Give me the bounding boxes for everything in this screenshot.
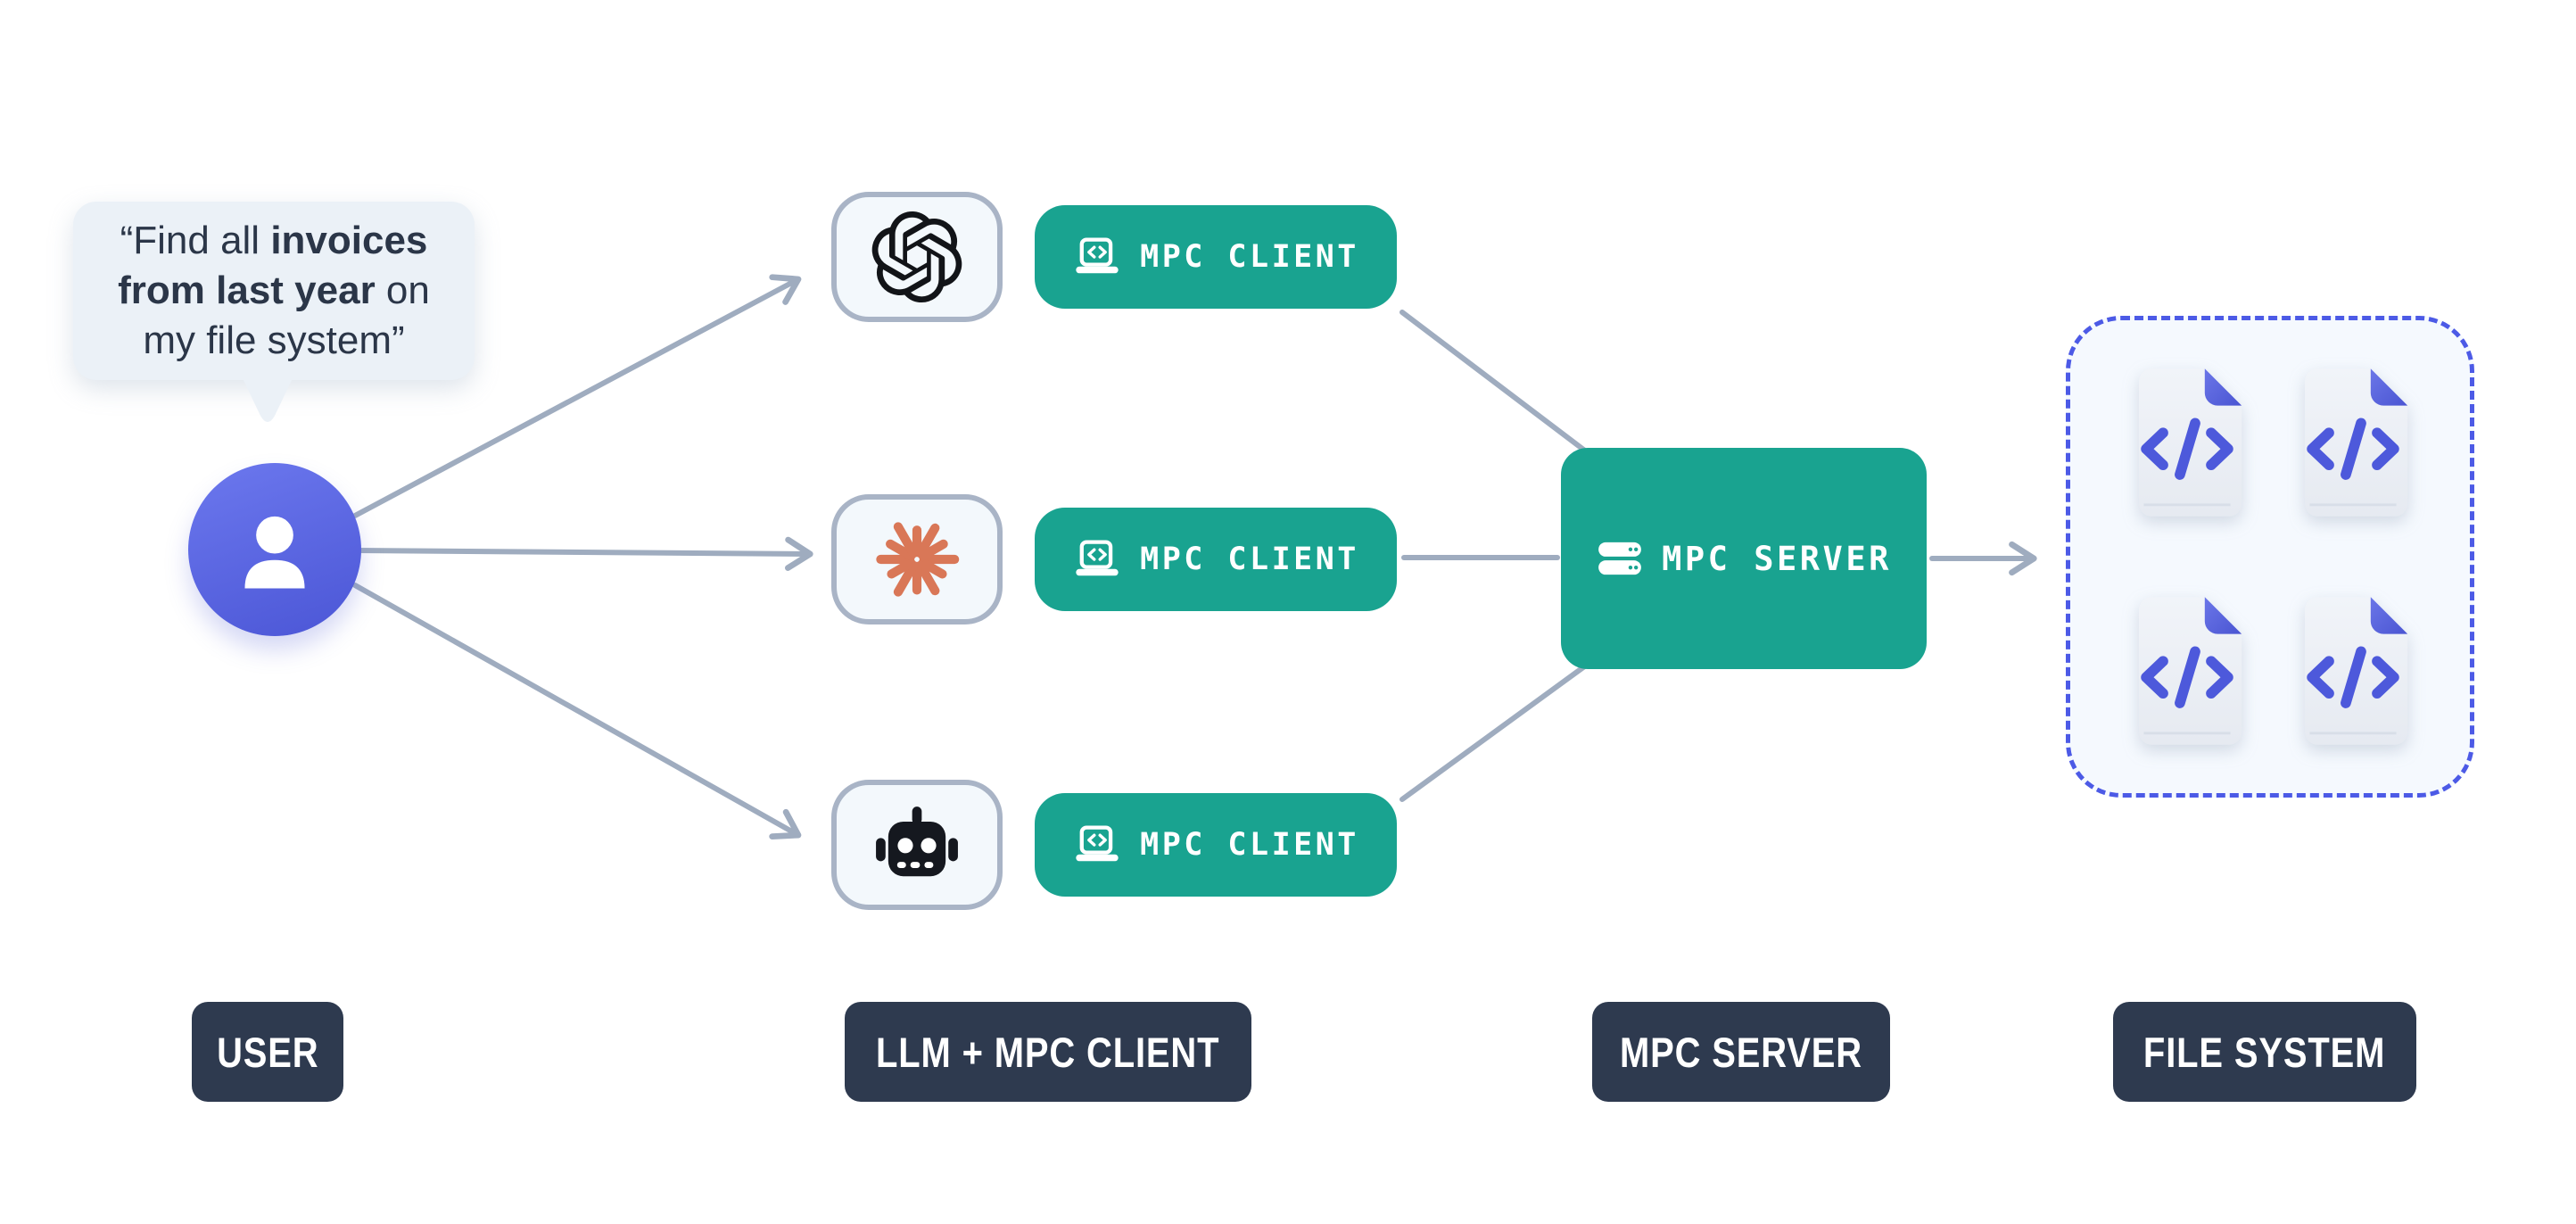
llm-tile-robot (831, 780, 1003, 910)
code-file-icon (2305, 368, 2408, 517)
openai-logo-icon (871, 211, 962, 302)
arrow-user-to-client-3 (352, 583, 802, 840)
llm-tile-anthropic (831, 494, 1003, 624)
mpc-client-label: MPC CLIENT (1140, 542, 1359, 577)
server-icon (1598, 542, 1641, 575)
column-label-user: USER (192, 1002, 343, 1102)
mpc-server-box: MPC SERVER (1561, 448, 1927, 669)
file-system-panel (2066, 316, 2474, 798)
laptop-code-icon (1076, 237, 1119, 274)
llm-tile-openai (831, 192, 1003, 322)
user-speech-bubble: “Find all invoices from last year on my … (73, 202, 475, 380)
speech-bubble-text: “Find all invoices from last year on my … (118, 218, 430, 363)
mpc-client-pill-1: MPC CLIENT (1035, 205, 1397, 309)
line-client-1-to-server (1399, 310, 1596, 459)
person-icon (244, 516, 305, 589)
column-label-mpc-server: MPC SERVER (1592, 1002, 1890, 1102)
code-file-icon (2139, 368, 2242, 517)
mpc-server-label: MPC SERVER (1662, 539, 1892, 578)
column-label-file-system: FILE SYSTEM (2113, 1002, 2416, 1102)
laptop-code-icon (1076, 540, 1119, 576)
mpc-client-label: MPC CLIENT (1140, 239, 1359, 275)
code-file-icon (2139, 597, 2242, 745)
column-label-llm-mpc-client: LLM + MPC CLIENT (845, 1002, 1251, 1102)
anthropic-spark-icon (876, 522, 960, 597)
mpc-client-label: MPC CLIENT (1140, 827, 1359, 863)
speech-bubble-tail (242, 376, 293, 422)
mpc-client-pill-2: MPC CLIENT (1035, 508, 1397, 611)
line-client-3-to-server (1399, 657, 1596, 802)
code-file-icon (2305, 597, 2408, 745)
arrow-user-to-client-2 (354, 536, 813, 571)
user-avatar (188, 463, 361, 636)
robot-icon (876, 806, 958, 877)
laptop-code-icon (1076, 825, 1119, 862)
mpc-client-pill-3: MPC CLIENT (1035, 793, 1397, 897)
